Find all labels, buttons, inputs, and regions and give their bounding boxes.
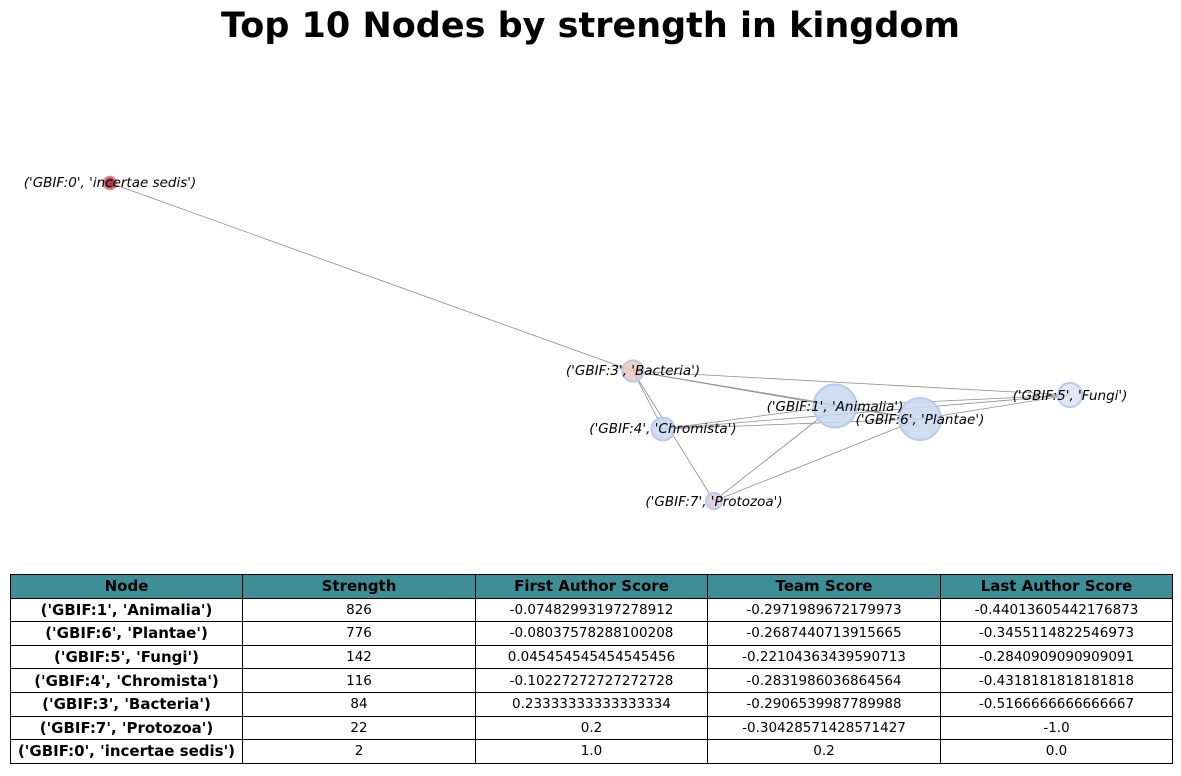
column-header: Node: [10, 574, 243, 599]
graph-edge: [662, 394, 1071, 430]
page-title: Top 10 Nodes by strength in kingdom: [221, 6, 960, 46]
table-cell: -0.2971989672179973: [707, 597, 941, 623]
table-cell: 22: [242, 715, 476, 741]
column-header: Last Author Score: [940, 574, 1173, 599]
graph-node: [1056, 381, 1084, 409]
column-header: Strength: [242, 574, 476, 599]
graph-node: [704, 491, 724, 511]
graph-edge: [919, 394, 1071, 420]
table-cell: 2: [242, 739, 476, 764]
graph-node-label: ('GBIF:7', 'Protozoa'): [645, 494, 782, 510]
table-cell: -0.07482993197278912: [475, 597, 708, 623]
column-header: Team Score: [707, 574, 941, 599]
graph-edge: [662, 418, 921, 430]
table-row: ('GBIF:4', 'Chromista')116-0.10227272727…: [10, 668, 1173, 693]
table-cell: -0.3455114822546973: [940, 621, 1173, 646]
node-name-cell: ('GBIF:3', 'Bacteria'): [10, 691, 243, 717]
graph-node-label: ('GBIF:3', 'Bacteria'): [566, 363, 700, 379]
graph-edge: [713, 418, 921, 502]
table-row: ('GBIF:1', 'Animalia')826-0.074829931972…: [10, 597, 1173, 623]
graph-node-label: ('GBIF:4', 'Chromista'): [589, 421, 736, 437]
graph-edge: [834, 394, 1071, 407]
table-cell: -0.10227272727272728: [475, 668, 708, 693]
table-cell: 0.23333333333333334: [475, 691, 708, 717]
node-name-cell: ('GBIF:0', 'incertae sedis'): [10, 739, 243, 764]
graph-node-label: ('GBIF:5', 'Fungi'): [1013, 388, 1128, 404]
table-cell: -1.0: [940, 715, 1173, 741]
column-header: First Author Score: [475, 574, 708, 599]
table-cell: -0.30428571428571427: [707, 715, 941, 741]
table-cell: 0.2: [707, 739, 941, 764]
graph-node-label: ('GBIF:0', 'incertae sedis'): [24, 175, 197, 191]
table-cell: 1.0: [475, 739, 708, 764]
table-cell: -0.2687440713915665: [707, 621, 941, 646]
node-name-cell: ('GBIF:7', 'Protozoa'): [10, 715, 243, 741]
graph-node: [650, 416, 676, 442]
table-cell: 84: [242, 691, 476, 717]
graph-node: [102, 175, 118, 191]
network-graph: ('GBIF:0', 'incertae sedis') ('GBIF:1', '…: [24, 175, 1128, 511]
graph-edge: [632, 370, 921, 420]
table-cell: 776: [242, 621, 476, 646]
node-name-cell: ('GBIF:1', 'Animalia'): [10, 597, 243, 623]
graph-node-label: ('GBIF:6', 'Plantae'): [856, 412, 985, 428]
table-row: ('GBIF:6', 'Plantae')776-0.0803757828810…: [10, 621, 1173, 646]
graph-edge: [662, 405, 836, 430]
graph-node: [898, 397, 942, 441]
table-cell: 0.2: [475, 715, 708, 741]
table-cell: -0.22104363439590713: [707, 644, 941, 670]
table-cell: -0.4318181818181818: [940, 668, 1173, 693]
label-layer: ('GBIF:0', 'incertae sedis') ('GBIF:1', '…: [24, 175, 1128, 510]
table-cell: 826: [242, 597, 476, 623]
graph-node-label: ('GBIF:1', 'Animalia'): [767, 399, 904, 415]
table-cell: -0.5166666666666667: [940, 691, 1173, 717]
graph-node: [621, 359, 645, 383]
graph-node: [812, 383, 858, 429]
graph-edge: [713, 405, 836, 502]
edge-layer: [109, 182, 1071, 502]
node-name-cell: ('GBIF:6', 'Plantae'): [10, 621, 243, 646]
table-cell: 116: [242, 668, 476, 693]
table-cell: 142: [242, 644, 476, 670]
table-cell: -0.2906539987789988: [707, 691, 941, 717]
node-layer: [102, 175, 1084, 511]
table-cell: -0.2840909090909091: [940, 644, 1173, 670]
node-name-cell: ('GBIF:5', 'Fungi'): [10, 644, 243, 670]
table-body: ('GBIF:1', 'Animalia')826-0.074829931972…: [10, 597, 1173, 764]
table-cell: -0.2831986036864564: [707, 668, 941, 693]
table-cell: -0.08037578288100208: [475, 621, 708, 646]
graph-edge: [109, 182, 634, 372]
table-cell: -0.44013605442176873: [940, 597, 1173, 623]
graph-edge: [632, 370, 1071, 396]
graph-edge: [632, 370, 715, 502]
node-name-cell: ('GBIF:4', 'Chromista'): [10, 668, 243, 693]
table-cell: 0.045454545454545456: [475, 644, 708, 670]
table-cell: 0.0: [940, 739, 1173, 764]
